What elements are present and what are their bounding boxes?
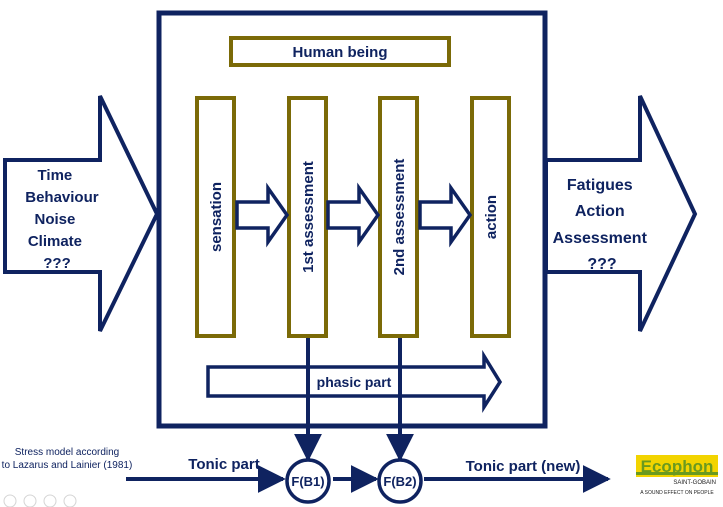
viewer-toolbar — [3, 494, 77, 507]
phasic-part-arrow — [206, 349, 503, 413]
stage-box-action — [470, 96, 511, 338]
input-line: Noise — [34, 211, 75, 228]
output-text: Fatigues Action Assessment ??? — [553, 177, 652, 273]
stage-label-1st-assessment: 1st assessment — [300, 161, 317, 273]
node-fb1 — [285, 458, 331, 504]
toolbar-edit-icon[interactable] — [3, 494, 17, 507]
output-arrow — [544, 95, 698, 332]
stage-arrow-1 — [235, 182, 290, 248]
logo-sub: SAINT-GOBAIN — [673, 480, 716, 486]
ecophon-logo: Ecophon SAINT-GOBAIN A SOUND EFFECT ON P… — [636, 455, 718, 496]
input-line: Climate — [28, 233, 82, 250]
node-fb2 — [377, 458, 423, 504]
stage-label-2nd-assessment: 2nd assessment — [391, 159, 408, 276]
tonic-part-label: Tonic part — [188, 456, 259, 473]
stage-box-1st-assessment — [287, 96, 328, 338]
stage-arrow-3 — [418, 182, 473, 248]
tonic-part-new-label: Tonic part (new) — [466, 458, 581, 475]
input-text: Time Behaviour Noise Climate ??? — [25, 167, 103, 272]
output-line: Assessment — [553, 230, 648, 247]
node-fb1-label: F(B1) — [291, 474, 324, 489]
logo-brand: Ecophon — [641, 457, 714, 476]
input-line: Time — [38, 167, 73, 184]
phasic-part-label: phasic part — [317, 374, 392, 390]
input-line: ??? — [43, 255, 71, 272]
output-line: ??? — [587, 256, 616, 273]
caption-line: to Lazarus and Lainier (1981) — [2, 460, 133, 471]
input-arrow — [3, 95, 160, 332]
stage-box-2nd-assessment — [378, 96, 419, 338]
output-line: Fatigues — [567, 177, 633, 194]
stage-box-sensation — [195, 96, 236, 338]
stage-arrow-2 — [326, 182, 381, 248]
toolbar-more-icon[interactable] — [63, 494, 77, 507]
logo-tagline: A SOUND EFFECT ON PEOPLE — [640, 490, 714, 496]
input-line: Behaviour — [25, 189, 99, 206]
caption-line: Stress model according — [15, 447, 120, 458]
stage-label-sensation: sensation — [208, 182, 225, 252]
title-box — [229, 36, 451, 67]
node-fb2-label: F(B2) — [383, 474, 416, 489]
toolbar-zoom-icon[interactable] — [43, 494, 57, 507]
stage-label-action: action — [483, 195, 500, 239]
title-text: Human being — [292, 44, 387, 61]
output-line: Action — [575, 203, 625, 220]
toolbar-fit-icon[interactable] — [23, 494, 37, 507]
